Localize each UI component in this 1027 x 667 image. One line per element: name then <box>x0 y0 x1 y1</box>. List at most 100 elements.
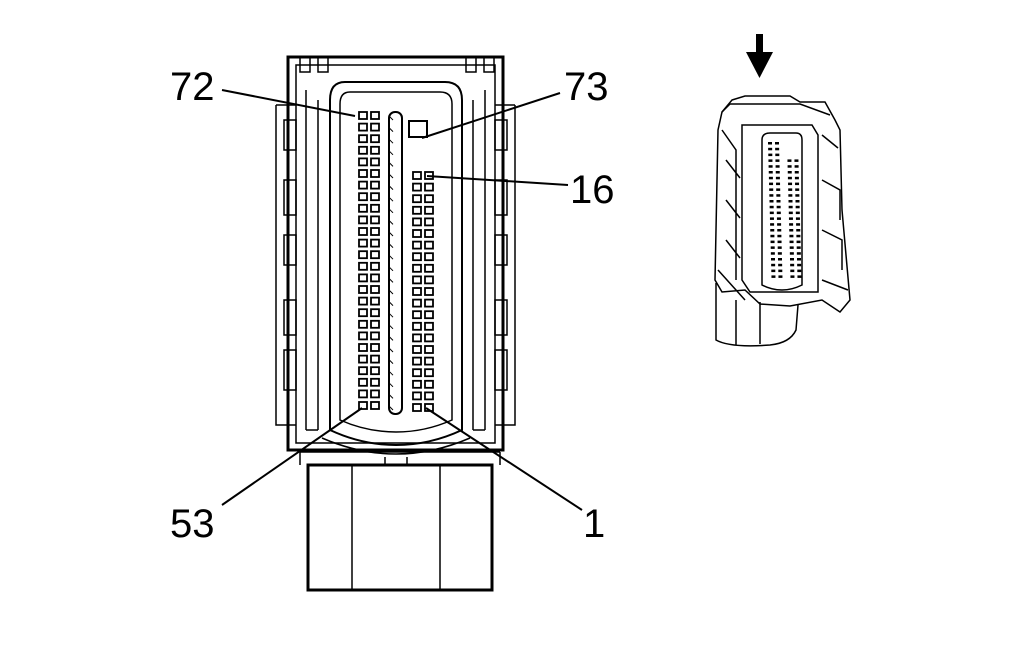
pin-dot <box>796 234 801 238</box>
pin-dot <box>797 258 801 261</box>
3d-harness-boot <box>715 283 799 347</box>
pin-dot <box>776 188 781 191</box>
top-latch-right <box>465 57 495 73</box>
pin-cavity <box>358 203 368 213</box>
pin-label-1: 1 <box>583 502 605 546</box>
pin-callout-leaders <box>221 89 583 511</box>
pin-dot <box>769 182 774 186</box>
pin-dot <box>775 176 780 180</box>
pin-cavity <box>412 310 422 320</box>
pin-cavity <box>370 169 380 178</box>
pin-cavity <box>424 252 434 262</box>
pin-cavity <box>424 321 434 331</box>
pin-cavity <box>412 345 422 354</box>
pin-cavity <box>412 229 422 238</box>
divider-rib-bump <box>388 254 394 260</box>
pin-dot <box>794 165 799 168</box>
pin-dot <box>777 252 782 255</box>
pin-label-53: 53 <box>170 502 215 546</box>
divider-rib-bump <box>388 138 394 144</box>
pin-dot <box>769 188 774 191</box>
pin-cavity <box>370 250 380 260</box>
pin-cavity-grid <box>358 111 434 412</box>
pin-dot <box>790 263 795 267</box>
leader-16 <box>426 175 569 186</box>
divider-rib-bump <box>388 115 394 121</box>
pin-cavity <box>412 240 422 250</box>
pin-cavity <box>370 331 380 341</box>
pin-dot <box>796 252 801 255</box>
pin-cavity <box>424 310 434 320</box>
pin-cavity <box>412 275 422 285</box>
pin-label-72: 72 <box>170 65 215 109</box>
pin-dot <box>768 147 773 151</box>
3d-left-ribs <box>717 129 746 301</box>
divider-rib-bump <box>388 324 394 330</box>
pin-dot <box>795 194 800 197</box>
divider-rib-bump <box>388 243 394 248</box>
pin-dot <box>794 171 799 174</box>
pin-cavity <box>370 192 380 202</box>
pin-dot <box>775 159 780 162</box>
pin-dot <box>771 263 776 267</box>
pin-cavity <box>424 182 434 192</box>
pin-cavity <box>424 391 434 401</box>
divider-rib-bump <box>388 359 394 364</box>
pin-dot <box>770 223 775 226</box>
pin-cavity <box>424 229 434 238</box>
pin-cavity <box>412 252 422 262</box>
3d-front-face <box>741 124 819 293</box>
left-side-rail <box>275 104 297 426</box>
divider-rib-bump <box>388 220 394 225</box>
top-latch-left <box>299 57 329 73</box>
pin-dot <box>776 217 781 220</box>
pin-cavity-frame-outer <box>329 81 463 447</box>
pin-dot <box>789 234 794 238</box>
pin-dot <box>788 211 793 215</box>
pin-cavity <box>370 157 380 167</box>
divider-rib-bump <box>388 336 394 341</box>
pin-dot <box>776 205 781 209</box>
pin-dot <box>788 188 793 191</box>
pin-dot <box>788 200 793 203</box>
bottom-shroud-curve <box>321 437 471 455</box>
pin-cavity <box>358 192 368 202</box>
pin-cavity <box>358 343 368 352</box>
pin-cavity <box>358 319 368 329</box>
pin-dot <box>789 246 794 249</box>
pin-cavity <box>412 287 422 296</box>
pin-cavity <box>412 171 422 180</box>
pin-dot <box>795 188 800 191</box>
pin-dot <box>777 234 782 238</box>
pin-dot <box>778 269 783 273</box>
pin-dot <box>778 275 783 278</box>
divider-rib-bump <box>388 370 394 376</box>
pin-cavity-frame-inner <box>339 91 453 433</box>
divider-rib-bump <box>388 196 394 202</box>
pin-cavity <box>370 308 380 318</box>
divider-rib-bump <box>388 405 394 411</box>
pin-cavity <box>370 111 380 120</box>
pin-dot <box>771 275 776 278</box>
divider-rib-bump <box>388 301 394 306</box>
pin-cavity <box>412 333 422 343</box>
pin-cavity <box>412 263 422 273</box>
pin-cavity <box>424 275 434 285</box>
pin-cavity <box>424 287 434 296</box>
pin-cavity <box>358 238 368 248</box>
pin-cavity <box>358 354 368 364</box>
pin-cavity <box>370 261 380 271</box>
pin-dot <box>777 229 782 232</box>
pin-cavity <box>412 403 422 412</box>
pin-dot <box>769 200 774 203</box>
pin-dot <box>770 229 775 232</box>
connector-housing-outer <box>286 55 505 452</box>
3d-pin-cavities <box>768 142 802 278</box>
pin-dot <box>778 263 783 267</box>
pin-label-16: 16 <box>570 168 615 212</box>
divider-rib-bump <box>388 347 394 353</box>
pin-cavity <box>424 194 434 204</box>
pin-cavity <box>370 238 380 248</box>
divider-rib-bump <box>388 394 394 399</box>
